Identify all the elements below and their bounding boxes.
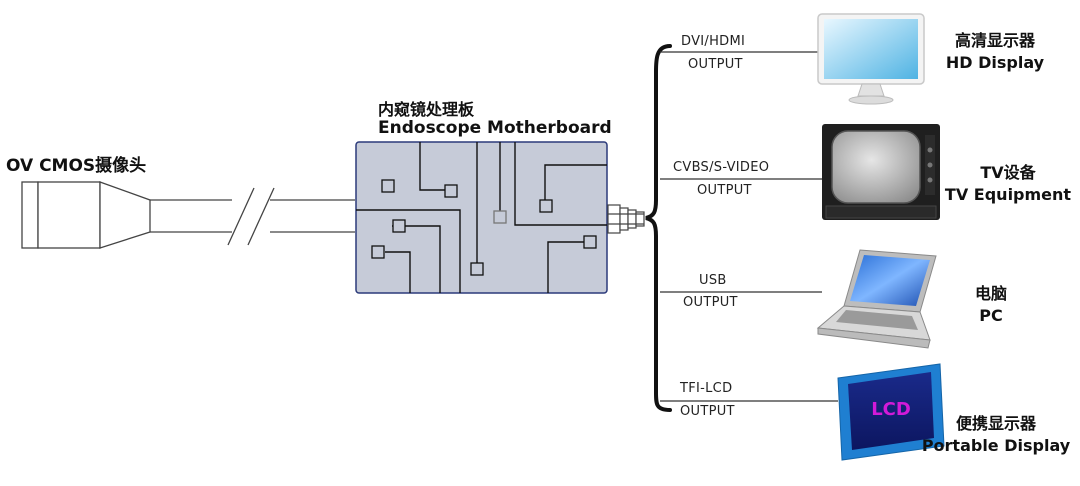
output-connector [607, 204, 645, 234]
laptop-icon [816, 249, 937, 349]
camera-probe [21, 181, 355, 249]
monitor-icon [817, 13, 925, 105]
device-name-cn: 便携显示器 [955, 414, 1036, 433]
device-name-cn: 电脑 [974, 284, 1007, 303]
motherboard-label-en: Endoscope Motherboard [378, 118, 612, 138]
motherboard-label-cn: 内窥镜处理板 [378, 100, 475, 119]
device-label-pc: 电脑 PC [946, 283, 1036, 327]
device-name-en: Portable Display [921, 436, 1071, 455]
output-word-lcd: OUTPUT [680, 404, 735, 419]
device-label-hd-display: 高清显示器 HD Display [940, 30, 1050, 74]
crt-tv-icon [822, 124, 940, 220]
device-name-en: PC [979, 306, 1003, 325]
device-name-cn: 高清显示器 [954, 31, 1035, 50]
camera-label: OV CMOS摄像头 [6, 156, 147, 176]
output-word-cvbs: OUTPUT [697, 183, 752, 198]
output-word-dvi: OUTPUT [688, 57, 743, 72]
output-interface-usb: USB [699, 273, 727, 288]
device-label-portable-display: 便携显示器 Portable Display [912, 413, 1080, 457]
device-name-en: HD Display [945, 53, 1045, 72]
output-interface-cvbs: CVBS/S-VIDEO [673, 160, 770, 175]
output-interface-lcd: TFI-LCD [680, 381, 733, 396]
device-name-cn: TV设备 [980, 163, 1036, 182]
lcd-screen-text: LCD [871, 399, 911, 420]
device-name-en: TV Equipment [944, 185, 1072, 204]
output-brace [645, 44, 672, 412]
device-label-tv: TV设备 TV Equipment [936, 162, 1080, 206]
portable-lcd-icon: LCD [837, 363, 945, 461]
output-interface-dvi: DVI/HDMI [681, 34, 746, 49]
cable-break-mark [227, 187, 275, 246]
output-word-usb: OUTPUT [683, 295, 738, 310]
motherboard-board [355, 141, 608, 294]
